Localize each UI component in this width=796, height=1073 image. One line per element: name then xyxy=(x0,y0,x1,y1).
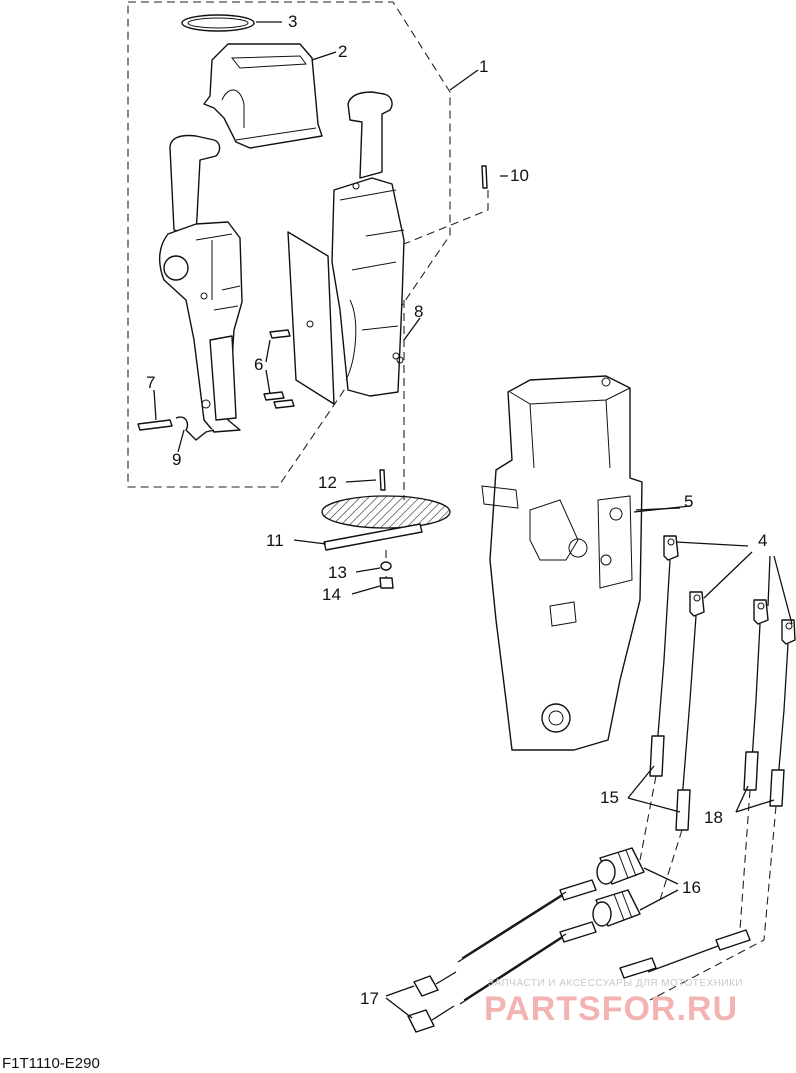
callout-4: 4 xyxy=(758,531,767,550)
part-4-cable-ends xyxy=(663,535,796,645)
callout-9: 9 xyxy=(172,450,181,469)
part-8-nut xyxy=(396,356,404,364)
cable-rods xyxy=(649,559,789,831)
gasket-plate xyxy=(287,231,335,405)
callout-2: 2 xyxy=(338,42,347,61)
callout-12: 12 xyxy=(318,473,337,492)
watermark-tagline: ЗАПЧАСТИ И АКСЕССУАРЫ ДЛЯ МОТОТЕХНИКИ xyxy=(488,978,743,989)
part-1-right-housing xyxy=(331,91,405,397)
assembly-boundary xyxy=(127,1,451,488)
callout-16: 16 xyxy=(682,878,701,897)
diagram-code: F1T1110-E290 xyxy=(2,1055,100,1072)
callout-18: 18 xyxy=(704,808,723,827)
part-13-washer xyxy=(380,561,392,571)
part-14-nut xyxy=(379,577,394,589)
control-cables xyxy=(457,879,751,1005)
callout-1: 1 xyxy=(479,57,488,76)
callout-14: 14 xyxy=(322,585,341,604)
callout-5: 5 xyxy=(684,492,693,511)
watermark-brand: PARTSFOR.RU xyxy=(484,990,738,1028)
part-16-grommets xyxy=(592,847,645,927)
callout-8: 8 xyxy=(414,302,423,321)
part-12-pin xyxy=(379,469,386,491)
callout-13: 13 xyxy=(328,563,347,582)
part-7-bolt xyxy=(137,419,173,431)
part-3-seal xyxy=(181,14,255,32)
part-10-pin xyxy=(481,165,488,189)
part-9-clip xyxy=(175,416,215,441)
callout-7: 7 xyxy=(146,373,155,392)
control-box xyxy=(481,375,643,751)
part-1-left-housing xyxy=(158,134,243,433)
callout-10: 10 xyxy=(510,166,529,185)
callout-11: 11 xyxy=(266,531,284,550)
callout-labels: 1 2 3 4 5 6 7 8 9 10 11 12 13 14 15 16 1… xyxy=(146,12,767,1008)
leader-lines xyxy=(153,21,793,1019)
callout-15: 15 xyxy=(600,788,619,807)
part-11-plate xyxy=(323,523,423,551)
part-2-cover xyxy=(203,43,323,149)
part-6-screws xyxy=(263,329,295,409)
callout-17: 17 xyxy=(360,989,379,1008)
callout-6: 6 xyxy=(254,355,263,374)
callout-3: 3 xyxy=(288,12,297,31)
part-17-end-nuts xyxy=(407,971,457,1033)
hatched-gasket xyxy=(321,495,451,529)
